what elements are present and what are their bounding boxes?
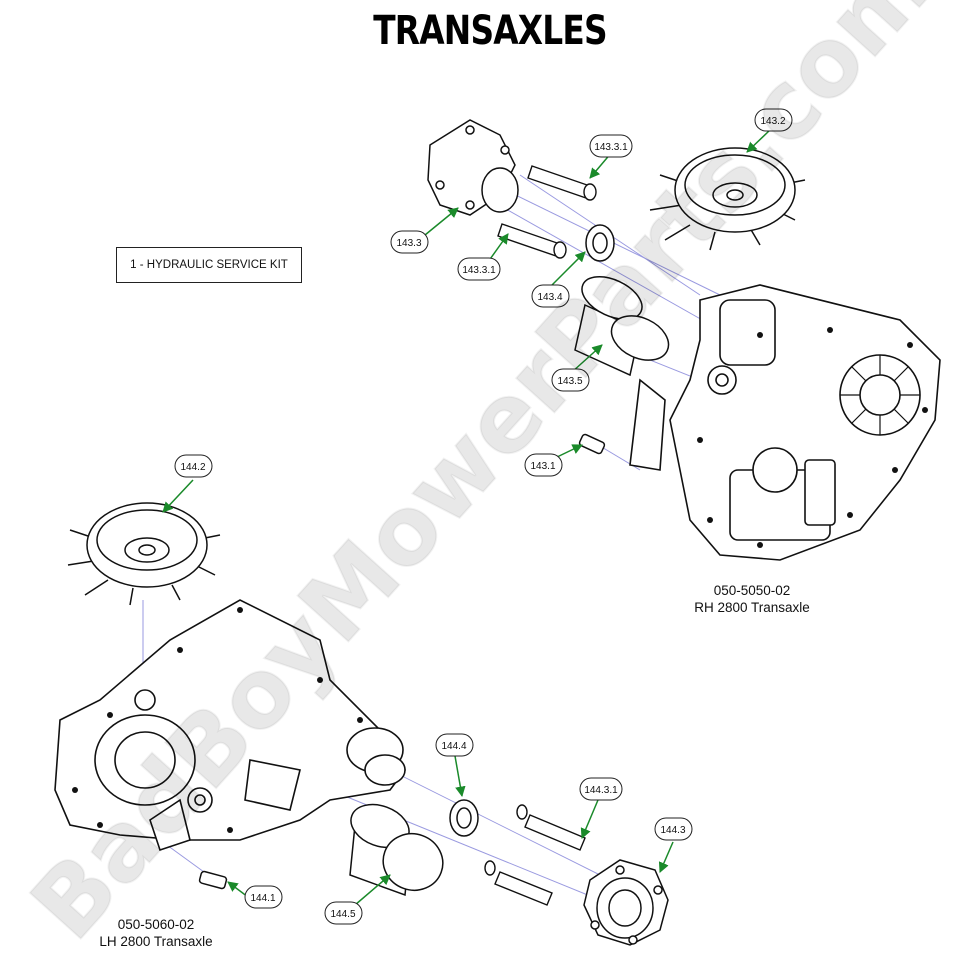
callout-144-1: 144.1 [250, 893, 275, 904]
callout-143-3-1-top: 143.3.1 [594, 142, 628, 153]
callout-143-4: 143.4 [537, 292, 562, 303]
callout-143-3: 143.3 [396, 238, 421, 249]
lh-part-name: LH 2800 Transaxle [99, 934, 213, 949]
callout-144-2: 144.2 [180, 462, 205, 473]
callout-bubble-143-3-1-mid [457, 257, 501, 281]
lh-transaxle-caption: 050-5060-02 LH 2800 Transaxle [76, 916, 236, 950]
rh-fan [649, 147, 806, 251]
callout-bubble-144-2 [174, 454, 213, 478]
callout-bubble-143-3-1-top [589, 134, 633, 158]
rh-part-number: 050-5050-02 [713, 583, 791, 598]
callout-bubble-143-3 [390, 230, 429, 254]
rh-transaxle [629, 284, 941, 561]
callout-bubble-144-1 [244, 885, 283, 909]
rh-part-name: RH 2800 Transaxle [694, 600, 810, 615]
callout-144-5: 144.5 [330, 909, 355, 920]
callout-bubbles [174, 108, 793, 925]
callout-bubble-143-4 [531, 284, 570, 308]
callout-bubble-144-3 [654, 817, 693, 841]
callout-143-5: 143.5 [557, 376, 582, 387]
hydraulic-service-kit-label: 1 - HYDRAULIC SERVICE KIT [116, 247, 302, 283]
rh-filter [574, 276, 670, 377]
lh-washer [449, 799, 479, 837]
callout-144-3: 144.3 [660, 825, 685, 836]
callout-bubble-144-5 [324, 901, 363, 925]
rh-washer [585, 224, 615, 262]
rh-hub [427, 119, 519, 216]
lh-part-number: 050-5060-02 [117, 917, 195, 932]
callout-bubble-144-3-1 [579, 777, 623, 801]
lh-hub [583, 859, 669, 946]
rh-fitting [578, 433, 606, 455]
callout-bubble-144-4 [435, 733, 474, 757]
callout-143-1: 143.1 [530, 461, 555, 472]
callout-143-3-1-mid: 143.3.1 [462, 265, 496, 276]
callout-144-4: 144.4 [441, 741, 466, 752]
callout-bubble-143-2 [754, 108, 793, 132]
lh-studs [484, 804, 586, 906]
callout-143-2: 143.2 [760, 116, 785, 127]
callout-144-3-1: 144.3.1 [584, 785, 618, 796]
rh-studs [497, 165, 597, 259]
lh-transaxle [54, 599, 406, 852]
callout-bubble-143-5 [551, 368, 590, 392]
lh-fitting [198, 870, 228, 890]
page-title: TRANSAXLES [373, 8, 607, 54]
lh-fan [67, 502, 221, 606]
rh-transaxle-caption: 050-5050-02 RH 2800 Transaxle [672, 582, 832, 616]
lh-filter [349, 803, 444, 897]
callout-bubble-143-1 [524, 453, 563, 477]
